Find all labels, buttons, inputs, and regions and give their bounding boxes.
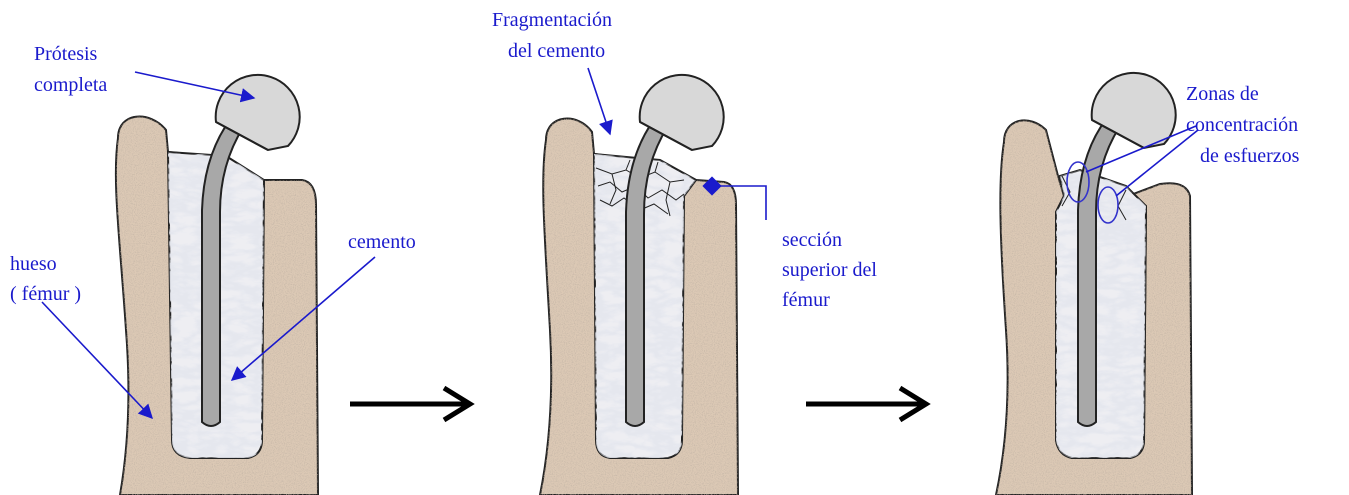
panel-1-intact-prosthesis: Prótesis completa cemento hueso ( fémur … [10,43,416,495]
right-arrow-icon [806,388,926,420]
label-zones-line2: concentración [1186,114,1298,136]
label-fragmentation-line1: Fragmentación [492,9,612,31]
label-prosthesis-line1: Prótesis [34,43,98,65]
label-bone-line1: hueso [10,253,57,275]
label-section-line3: fémur [782,289,830,311]
panel-3-stress-concentration: Zonas de concentración de esfuerzos [996,73,1300,495]
label-section-line1: sección [782,229,842,251]
pointer-fragmentation [588,68,610,134]
panel-2-cement-fragmentation: Fragmentación del cemento sección superi… [492,9,877,495]
label-bone-line2: ( fémur ) [10,283,81,305]
label-zones-line1: Zonas de [1186,83,1259,105]
label-cement: cemento [348,231,416,253]
label-zones-line3: de esfuerzos [1200,145,1300,167]
label-prosthesis-line2: completa [34,74,107,96]
label-fragmentation-line2: del cemento [508,40,605,62]
right-arrow-icon [350,388,470,420]
label-section-line2: superior del [782,259,877,281]
